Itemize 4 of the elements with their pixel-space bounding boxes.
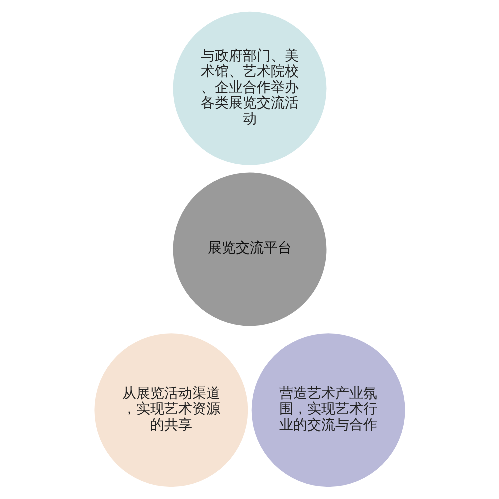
node-circle: 与政府部门、美术馆、艺术院校、企业合作举办各类展览交流活动 (172, 12, 326, 166)
node-circle: 从展览活动渠道，实现艺术资源的共享 (94, 334, 248, 488)
node-circle: 营造艺术产业氛围，实现艺术行业的交流与合作 (251, 334, 405, 488)
node-circle: 展览交流平台 (172, 172, 326, 326)
